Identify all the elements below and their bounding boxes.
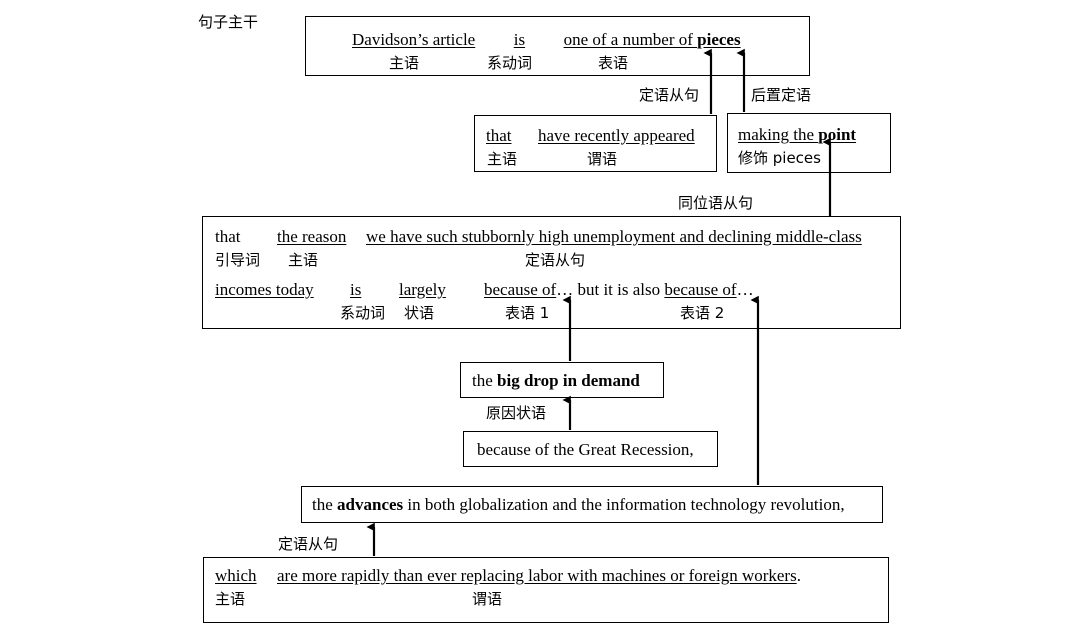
connector-label-appositive-clause: 同位语从句: [678, 194, 754, 212]
main-clause-line: Davidson’s article is one of a number of…: [352, 31, 741, 48]
that-clause-role-predicate: 谓语: [587, 150, 618, 168]
that-clause-predicate-text: have recently appeared: [538, 126, 695, 145]
appositive-clause-box: [202, 216, 901, 329]
that-clause-role-subject: 主语: [487, 150, 518, 168]
great-recession-box: [463, 431, 718, 467]
appositive-ellipsis-text: …: [736, 280, 754, 299]
which-clause-subject-text: which: [215, 566, 257, 585]
appositive-adverbial-text: largely: [399, 280, 446, 299]
appositive-role-conjunction: 引导词: [215, 251, 261, 269]
great-recession-text: because of the Great Recession,: [477, 440, 694, 459]
big-drop-text: the: [472, 371, 498, 390]
which-clause-box: [203, 557, 889, 623]
appositive-role-predicative-2: 表语 2: [680, 304, 725, 322]
appositive-attributive-clause-text: we have such stubbornly high unemploymen…: [366, 227, 862, 246]
connector-label-attributive-clause-2: 定语从句: [278, 535, 339, 553]
appositive-conjunct-text: … but it is also: [556, 280, 665, 299]
making-the-point-box: [727, 113, 891, 173]
that-clause-box: [474, 115, 717, 172]
big-drop-box: [460, 362, 664, 398]
advances-box: [301, 486, 883, 523]
that-clause-subject-text: that: [486, 126, 512, 145]
big-drop-line: the big drop in demand: [472, 372, 640, 389]
appositive-role-linking-verb: 系动词: [340, 304, 386, 322]
diagram-title: 句子主干: [198, 13, 259, 31]
appositive-role-attributive-clause: 定语从句: [525, 251, 586, 269]
making-the-point-text: making the: [738, 125, 819, 144]
which-clause-predicate-text: are more rapidly than ever replacing lab…: [277, 566, 797, 585]
main-linking-verb-text: is: [513, 30, 526, 49]
making-the-point-line: making the point: [738, 126, 856, 143]
appositive-subject-text: the reason: [277, 227, 347, 246]
advances-tail-text: in both globalization and the informatio…: [403, 495, 845, 514]
advances-text: the: [312, 495, 338, 514]
advances-line: the advances in both globalization and t…: [312, 496, 845, 513]
big-drop-head-text: big drop in demand: [497, 371, 640, 390]
which-clause-role-subject: 主语: [215, 590, 246, 608]
making-the-point-head-text: point: [818, 125, 857, 144]
connector-label-cause-adverbial: 原因状语: [486, 404, 547, 422]
which-clause-period-text: .: [796, 566, 801, 585]
which-clause-predicate-line: are more rapidly than ever replacing lab…: [277, 567, 801, 584]
appositive-role-adverbial: 状语: [404, 304, 435, 322]
advances-head-text: advances: [337, 495, 404, 514]
main-role-subject: 主语: [389, 54, 420, 72]
appositive-subject-cont-text: incomes today: [215, 280, 314, 299]
appositive-role-subject: 主语: [288, 251, 319, 269]
which-clause-role-predicate: 谓语: [472, 590, 503, 608]
main-predicative-text: one of a number of: [563, 30, 698, 49]
main-predicative-head-text: pieces: [697, 30, 741, 49]
connector-label-attributive-clause-1: 定语从句: [639, 86, 700, 104]
appositive-linking-verb-text: is: [350, 280, 362, 299]
main-role-linking-verb: 系动词: [487, 54, 533, 72]
appositive-role-predicative-1: 表语 1: [505, 304, 550, 322]
appositive-predicatives-line: because of… but it is also because of…: [484, 281, 754, 298]
appositive-predicative-2-text: because of: [664, 280, 737, 299]
appositive-predicative-1-text: because of: [484, 280, 557, 299]
making-the-point-note: 修饰 pieces: [738, 149, 821, 167]
main-clause-box: [305, 16, 810, 76]
connector-label-postpositive-attributive: 后置定语: [751, 86, 812, 104]
main-role-predicative: 表语: [598, 54, 629, 72]
main-subject-text: Davidson’s article: [352, 30, 476, 49]
appositive-conjunction-text: that: [215, 227, 241, 246]
